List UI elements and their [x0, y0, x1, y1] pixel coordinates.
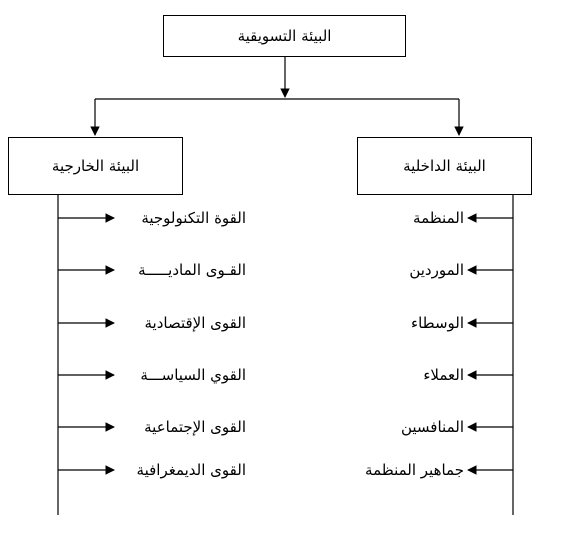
- external-environment-box: البيئة الخارجية: [8, 137, 183, 195]
- external-factor-label: القوى الإقتصادية: [144, 314, 246, 332]
- external-environment-label: البيئة الخارجية: [51, 157, 140, 175]
- internal-factor-label: جماهير المنظمة: [365, 461, 464, 479]
- internal-environment-box: البيئة الداخلية: [357, 137, 532, 195]
- internal-factor-label: العملاء: [423, 366, 464, 384]
- external-factor-label: القوى الإجتماعية: [144, 418, 246, 436]
- external-factor-label: القوي السياســـة: [140, 366, 246, 384]
- internal-factor-label: الموردين: [409, 261, 464, 279]
- root-label: البيئة التسويقية: [237, 27, 332, 45]
- external-factor-label: القوى الديمغرافية: [136, 461, 246, 479]
- internal-factor-label: المنظمة: [413, 209, 464, 227]
- root-box: البيئة التسويقية: [163, 15, 406, 57]
- internal-factor-label: المنافسين: [400, 418, 464, 436]
- internal-factor-label: الوسطاء: [411, 314, 464, 332]
- internal-environment-label: البيئة الداخلية: [403, 157, 486, 175]
- external-factor-label: القوة التكنولوجية: [141, 209, 246, 227]
- external-factor-label: القـوى الماديـــــة: [138, 261, 246, 279]
